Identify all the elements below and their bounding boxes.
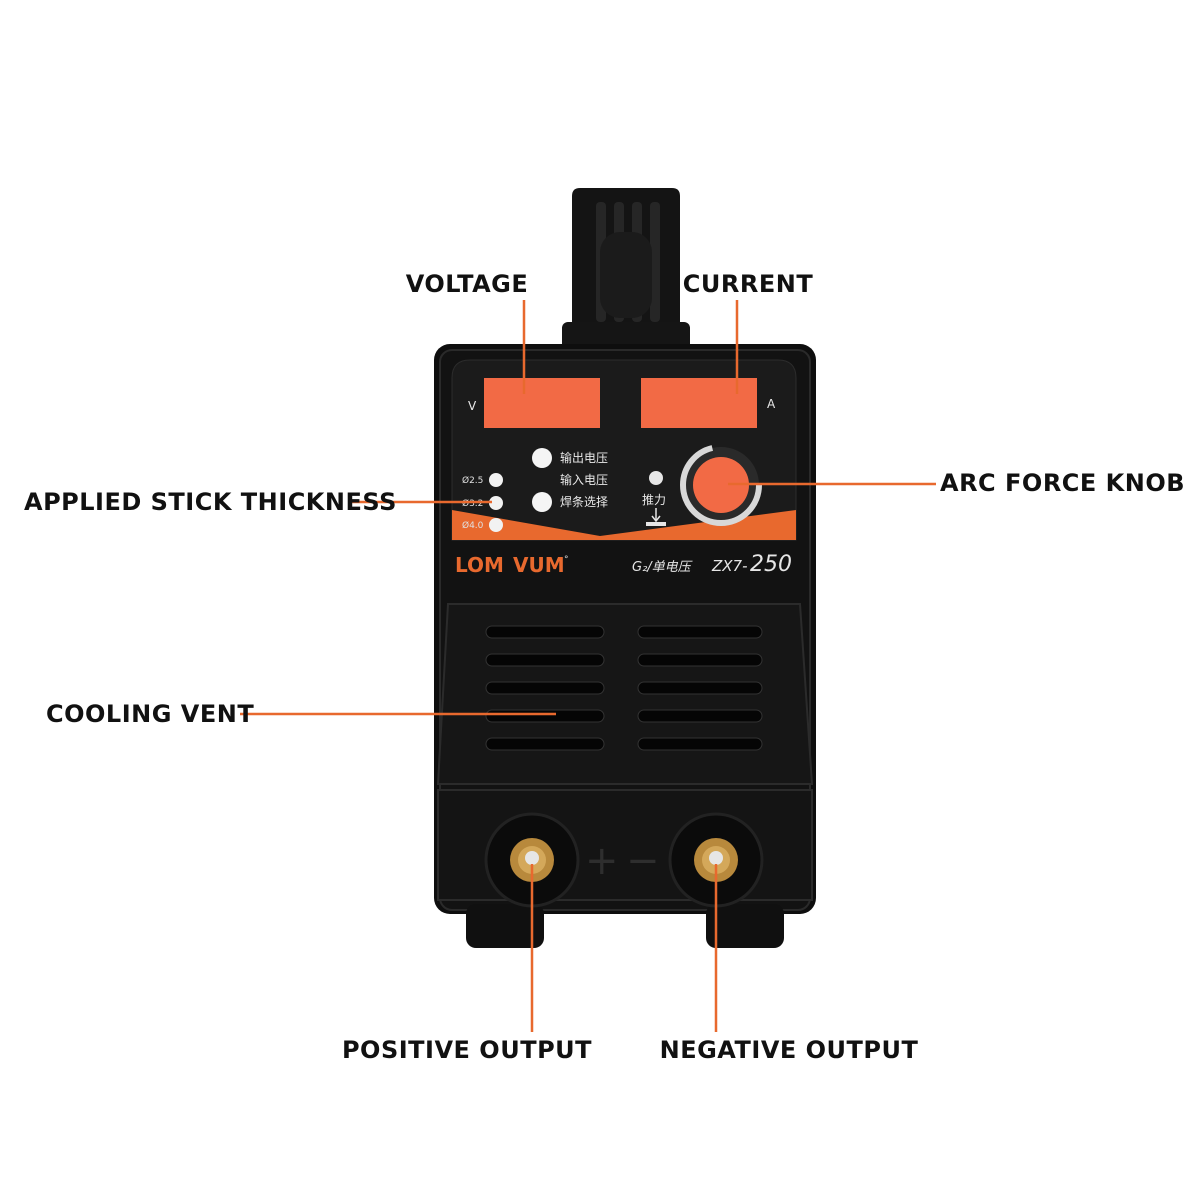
electrode-select-label: 焊条选择 [560, 494, 608, 509]
current-display [641, 378, 757, 428]
brand-registered-mark: ° [564, 555, 569, 565]
vent-slot [485, 625, 605, 639]
vent-slot [485, 653, 605, 667]
current-callout: CURRENT [683, 270, 814, 298]
vent-slot [637, 625, 763, 639]
thickness-label-3-2: Ø3.2 [462, 498, 483, 509]
output-voltage-button[interactable] [532, 448, 552, 468]
thickness-label-2-5: Ø2.5 [462, 475, 483, 486]
vent-slot [637, 681, 763, 695]
vent-slot [485, 681, 605, 695]
arc-force-knob[interactable] [680, 444, 762, 526]
minus-sign: − [626, 838, 660, 884]
plus-sign: + [585, 838, 619, 884]
voltage-display [484, 378, 600, 428]
thickness-led-3-2 [489, 496, 503, 510]
model-voltage-type: G₂/单电压 [632, 560, 693, 575]
vent-slot [485, 737, 605, 751]
voltage-unit-label: V [468, 399, 477, 413]
vent-slot [637, 737, 763, 751]
model-series: ZX7- [711, 557, 748, 575]
voltage-callout: VOLTAGE [406, 270, 529, 298]
cooling-vent-callout: COOLING VENT [46, 700, 254, 728]
thickness-led-4-0 [489, 518, 503, 532]
current-unit-label: A [767, 397, 776, 411]
vent-slot [637, 653, 763, 667]
arc-force-led [649, 471, 663, 485]
positive-output-callout: POSITIVE OUTPUT [342, 1036, 592, 1064]
leader-lines [240, 300, 936, 1032]
arc-force-knob-callout: ARC FORCE KNOB [940, 469, 1185, 497]
negative-output-callout: NEGATIVE OUTPUT [660, 1036, 919, 1064]
cooling-vent-grille [485, 625, 763, 751]
brand-logo-right: VUM [513, 553, 565, 577]
positive-terminal[interactable] [484, 812, 580, 908]
carry-handle [562, 188, 690, 356]
mode-buttons: 输出电压 输入电压 焊条选择 [532, 448, 608, 512]
input-voltage-label: 输入电压 [560, 472, 608, 487]
output-voltage-label: 输出电压 [560, 450, 608, 465]
thickness-led-2-5 [489, 473, 503, 487]
vent-slot [485, 709, 605, 723]
brand-logo-left: LOM [455, 553, 504, 577]
thickness-label-4-0: Ø4.0 [462, 520, 484, 531]
stick-thickness-selector: Ø2.5 Ø3.2 Ø4.0 [462, 473, 503, 532]
applied-stick-thickness-callout: APPLIED STICK THICKNESS [24, 488, 397, 516]
arc-force-symbol [646, 508, 666, 526]
vent-slot [637, 709, 763, 723]
model-number: 250 [750, 552, 792, 577]
arc-force-label: 推力 [642, 493, 666, 507]
electrode-select-button[interactable] [532, 492, 552, 512]
negative-terminal[interactable] [668, 812, 764, 908]
